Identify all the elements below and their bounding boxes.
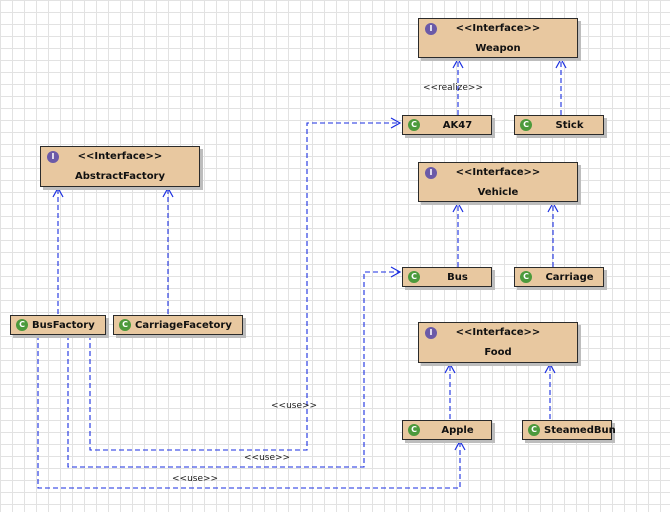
- class-name: Carriage: [545, 271, 594, 283]
- class-icon: C: [119, 319, 131, 331]
- class-icon: C: [520, 271, 532, 283]
- class-name: CarriageFacetory: [135, 319, 232, 331]
- vehicle-interface[interactable]: I <<Interface>> Vehicle: [418, 162, 578, 202]
- interface-icon: I: [425, 167, 437, 179]
- use-busfactory-apple: [37, 335, 466, 489]
- class-icon: C: [408, 424, 420, 436]
- use-busfactory-bus: [67, 266, 402, 468]
- bus-class[interactable]: C Bus: [402, 267, 492, 287]
- class-name: AK47: [442, 119, 473, 131]
- class-name: SteamedBun: [544, 424, 616, 436]
- abstract-factory-interface[interactable]: I <<Interface>> AbstractFactory: [40, 146, 200, 187]
- class-name: BusFactory: [32, 319, 95, 331]
- interface-icon: I: [425, 327, 437, 339]
- food-interface[interactable]: I <<Interface>> Food: [418, 322, 578, 363]
- interface-icon: I: [47, 151, 59, 163]
- class-name: Apple: [441, 424, 474, 436]
- stick-class[interactable]: C Stick: [514, 115, 604, 135]
- use-label: <<use>>: [271, 401, 318, 411]
- steamed-bun-class[interactable]: C SteamedBun: [522, 420, 616, 440]
- class-icon: C: [16, 319, 28, 331]
- interface-name: Weapon: [475, 43, 521, 54]
- use-label: <<use>>: [172, 474, 219, 484]
- interface-icon: I: [425, 23, 437, 35]
- use-label: <<use>>: [244, 453, 291, 463]
- class-icon: C: [520, 119, 532, 131]
- class-icon: C: [408, 119, 420, 131]
- interface-stereotype: <<Interface>>: [77, 151, 163, 162]
- use-busfactory-ak47: [89, 117, 402, 451]
- interface-stereotype: <<Interface>>: [455, 327, 541, 338]
- interface-name: Vehicle: [477, 187, 519, 198]
- class-name: Bus: [447, 271, 468, 283]
- carriage-class[interactable]: C Carriage: [514, 267, 604, 287]
- realize-label: <<realize>>: [423, 83, 483, 93]
- class-name: Stick: [555, 119, 584, 131]
- bus-factory-class[interactable]: C BusFactory: [10, 315, 106, 335]
- interface-name: AbstractFactory: [74, 171, 166, 182]
- interface-stereotype: <<Interface>>: [455, 23, 541, 34]
- carriage-factory-class[interactable]: C CarriageFacetory: [113, 315, 243, 335]
- class-icon: C: [528, 424, 540, 436]
- interface-stereotype: <<Interface>>: [455, 167, 541, 178]
- weapon-interface[interactable]: I <<Interface>> Weapon: [418, 18, 578, 58]
- interface-name: Food: [484, 347, 512, 358]
- class-icon: C: [408, 271, 420, 283]
- apple-class[interactable]: C Apple: [402, 420, 492, 440]
- ak47-class[interactable]: C AK47: [402, 115, 492, 135]
